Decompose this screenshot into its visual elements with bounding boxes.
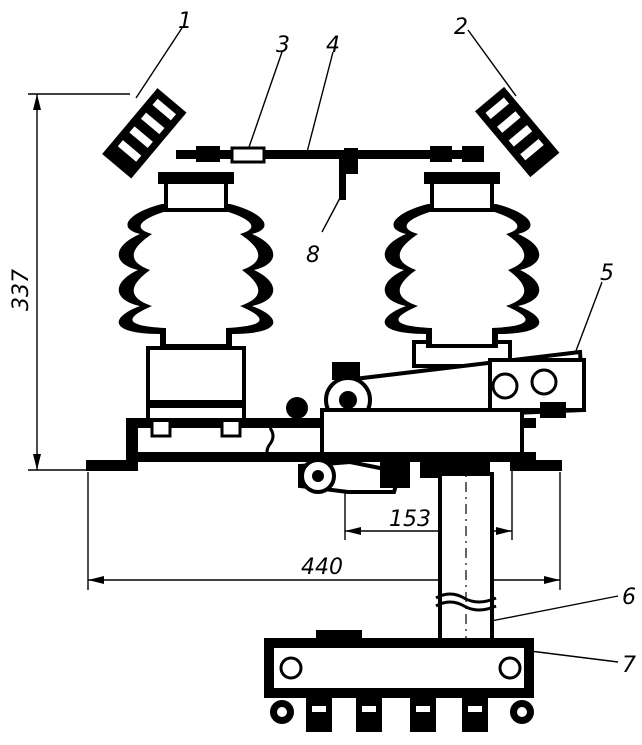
callout-2: 2 <box>454 15 468 40</box>
callout-5: 5 <box>600 261 614 286</box>
linkage <box>298 456 490 494</box>
left-insulator <box>118 172 274 422</box>
callout-6: 6 <box>622 585 636 610</box>
top-contact-assembly <box>102 86 560 200</box>
bottom-mechanism <box>264 630 534 732</box>
callout-4: 4 <box>326 33 340 58</box>
dimension-height-label: 337 <box>9 269 34 311</box>
drive-lever <box>320 349 587 456</box>
callout-3: 3 <box>276 33 290 58</box>
callout-8: 8 <box>306 243 320 268</box>
callout-1: 1 <box>178 9 192 34</box>
callout-7: 7 <box>622 653 636 678</box>
dimension-width-label: 440 <box>301 555 343 580</box>
leader-lines <box>135 27 619 663</box>
dimension-offset-label: 153 <box>389 507 431 532</box>
right-insulator <box>384 172 540 368</box>
